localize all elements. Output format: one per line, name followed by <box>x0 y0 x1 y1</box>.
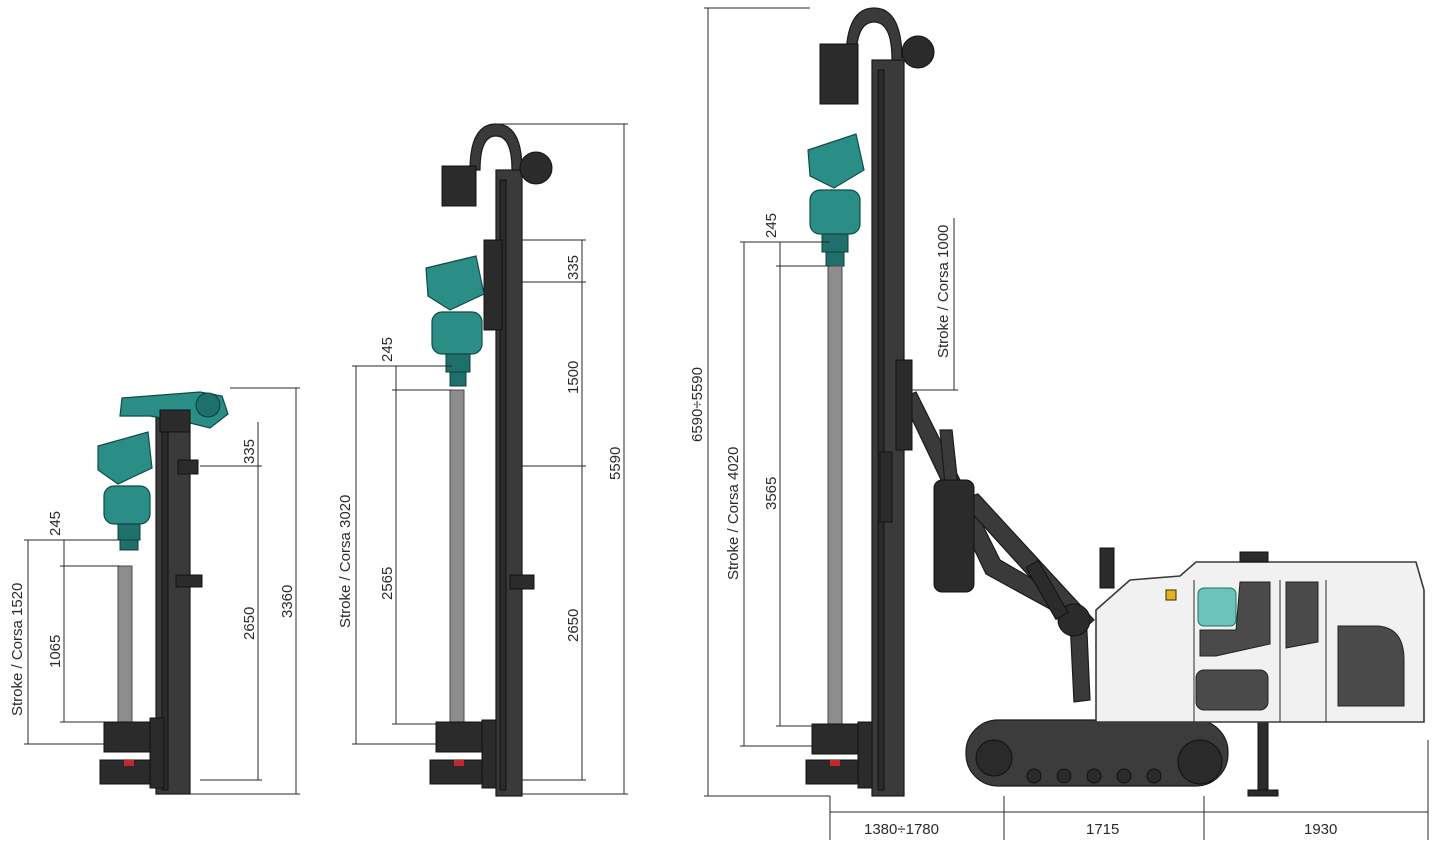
large-rig-drawing <box>805 7 1425 797</box>
small-dim-1065: 1065 <box>47 635 64 668</box>
medium-rig-dimensions: Stroke / Corsa 3020 245 2565 335 1500 26… <box>337 123 628 795</box>
medium-rig-drawing <box>425 123 553 797</box>
medium-dim-245: 245 <box>379 337 396 362</box>
large-upper-stroke-label: Stroke / Corsa 1000 <box>935 225 952 358</box>
large-base-dim-2: 1715 <box>1086 821 1119 838</box>
small-dim-245: 245 <box>47 511 64 536</box>
large-dim-3565: 3565 <box>763 477 780 510</box>
large-dim-245: 245 <box>763 213 780 238</box>
medium-stroke-label: Stroke / Corsa 3020 <box>337 495 354 628</box>
large-height-range: 6590÷5590 <box>689 367 706 442</box>
large-base-dim-1: 1380÷1780 <box>864 821 939 838</box>
small-dim-3360: 3360 <box>279 585 296 618</box>
small-dim-335: 335 <box>241 439 258 464</box>
medium-dim-1500: 1500 <box>565 361 582 394</box>
small-stroke-label: Stroke / Corsa 1520 <box>9 583 26 716</box>
large-stroke-label: Stroke / Corsa 4020 <box>725 447 742 580</box>
medium-dim-2650: 2650 <box>565 609 582 642</box>
medium-dim-5590: 5590 <box>607 447 624 480</box>
large-rig-dimensions: 6590÷5590 Stroke / Corsa 4020 245 3565 S… <box>689 7 1429 840</box>
large-base-dim-3: 1930 <box>1304 821 1337 838</box>
small-rig-dimensions: Stroke / Corsa 1520 245 1065 335 2650 33… <box>9 387 300 795</box>
small-rig-drawing <box>97 391 229 795</box>
medium-dim-335: 335 <box>565 255 582 280</box>
medium-dim-2565: 2565 <box>379 567 396 600</box>
small-dim-2650: 2650 <box>241 607 258 640</box>
